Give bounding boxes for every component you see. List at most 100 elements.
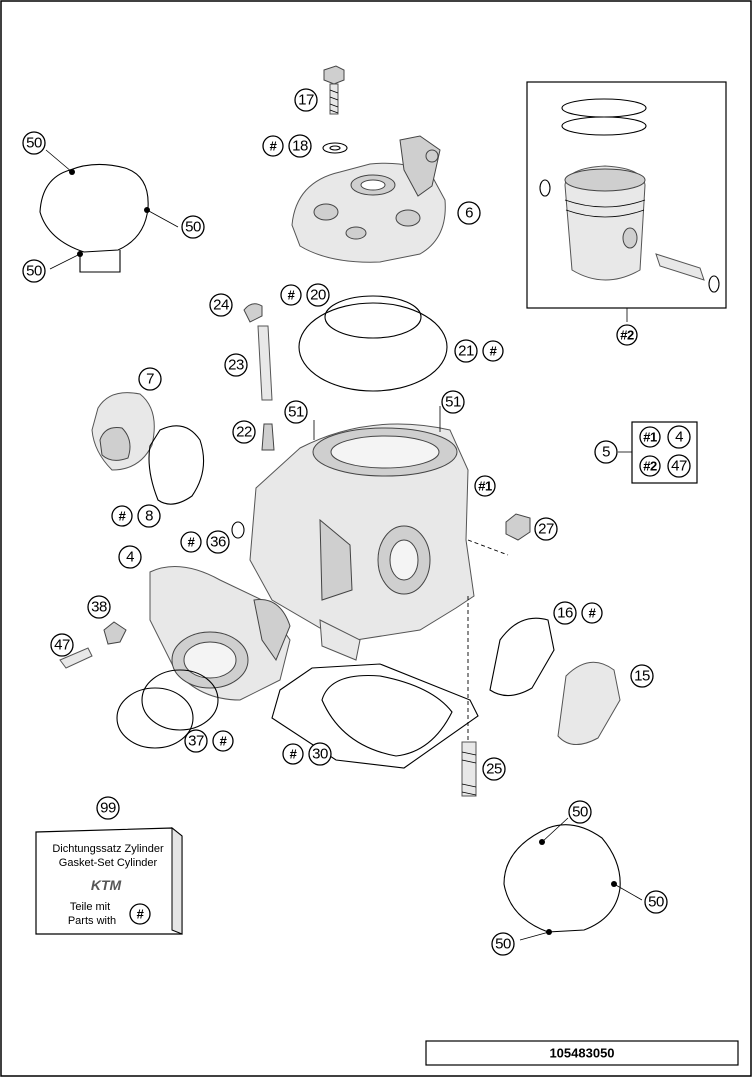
piston-pin bbox=[655, 253, 705, 281]
callout-k2: #2 bbox=[639, 455, 661, 477]
parts-group-box bbox=[631, 421, 698, 484]
callout-c50e: 50 bbox=[644, 890, 668, 914]
callout-c99: 99 bbox=[96, 796, 120, 820]
callout-label-c22: 22 bbox=[236, 424, 252, 441]
callout-label-c24: 24 bbox=[213, 297, 229, 314]
o-ring-20 bbox=[324, 295, 422, 339]
callout-c21: 21 bbox=[454, 339, 478, 363]
callout-label-c20h: # bbox=[288, 288, 296, 303]
callout-c1: #1 bbox=[474, 475, 496, 497]
callout-label-k47: 47 bbox=[671, 458, 687, 475]
callout-label-c36h: # bbox=[188, 535, 196, 550]
gasket-box-line1: Dichtungssatz Zylinder bbox=[52, 843, 164, 855]
bolt-17 bbox=[323, 65, 345, 115]
callout-label-c21: 21 bbox=[458, 343, 474, 360]
callout-label-c18h: # bbox=[270, 139, 278, 154]
callout-c36: 36 bbox=[206, 530, 230, 554]
gasket-box-line4: Parts with bbox=[68, 915, 116, 927]
callout-label-c51a: 51 bbox=[288, 404, 304, 421]
callout-c7: 7 bbox=[138, 367, 162, 391]
gasket-16 bbox=[489, 617, 555, 697]
callout-c50b: 50 bbox=[181, 215, 205, 239]
callout-c30: 30 bbox=[308, 742, 332, 766]
gasket-box-line2: Gasket-Set Cylinder bbox=[59, 857, 158, 869]
callout-label-c50b: 50 bbox=[185, 219, 201, 236]
callout-label-c38: 38 bbox=[91, 599, 107, 616]
callout-c18: 18 bbox=[288, 134, 312, 158]
o-ring-21 bbox=[298, 302, 448, 392]
callout-k4: 4 bbox=[667, 425, 691, 449]
nipple-22 bbox=[261, 423, 275, 451]
callout-c20h: # bbox=[280, 284, 302, 306]
cover-15 bbox=[557, 661, 621, 745]
callout-c51a: 51 bbox=[284, 400, 308, 424]
callout-label-c6: 6 bbox=[465, 205, 473, 222]
callout-label-c30: 30 bbox=[312, 746, 328, 763]
callout-label-c16h: # bbox=[589, 606, 597, 621]
callout-c50a: 50 bbox=[22, 131, 46, 155]
callout-label-c18: 18 bbox=[292, 138, 308, 155]
callout-c18h: # bbox=[262, 135, 284, 157]
callout-c50d: 50 bbox=[568, 800, 592, 824]
callout-label-c50c: 50 bbox=[26, 263, 42, 280]
callout-label-c37: 37 bbox=[188, 733, 204, 750]
callout-c5: 5 bbox=[594, 440, 618, 464]
callout-label-c17: 17 bbox=[298, 92, 314, 109]
callout-label-c99: 99 bbox=[100, 800, 116, 817]
callout-c8: 8 bbox=[137, 504, 161, 528]
callout-label-c20: 20 bbox=[310, 287, 326, 304]
callout-c23: 23 bbox=[224, 353, 248, 377]
cylinder-1 bbox=[249, 423, 475, 661]
callout-c16: 16 bbox=[553, 601, 577, 625]
hose-23 bbox=[257, 325, 273, 401]
callout-label-c50a: 50 bbox=[26, 135, 42, 152]
callout-label-c1: #1 bbox=[478, 479, 492, 494]
callout-c50c: 50 bbox=[22, 259, 46, 283]
callout-c6: 6 bbox=[457, 201, 481, 225]
callout-label-c37h: # bbox=[220, 734, 228, 749]
cover-gasket-top bbox=[39, 163, 149, 253]
callout-label-k2: #2 bbox=[643, 459, 657, 474]
callout-label-c2: #2 bbox=[620, 328, 634, 343]
callout-label-k4: 4 bbox=[675, 429, 683, 446]
callout-c24: 24 bbox=[209, 293, 233, 317]
cylinder-head-6 bbox=[291, 135, 446, 263]
callout-k1: #1 bbox=[639, 426, 661, 448]
callout-k47: 47 bbox=[667, 454, 691, 478]
gasket-box-line3: Teile mit bbox=[70, 901, 110, 913]
callout-label-c27: 27 bbox=[538, 521, 554, 538]
callout-c36h: # bbox=[180, 531, 202, 553]
gasket-8 bbox=[148, 425, 205, 505]
callout-label-c50f: 50 bbox=[495, 936, 511, 953]
callout-c20: 20 bbox=[306, 283, 330, 307]
piston-kit-box bbox=[526, 81, 727, 309]
banjo-24 bbox=[243, 303, 263, 323]
callout-label-c51b: 51 bbox=[445, 394, 461, 411]
callout-c51b: 51 bbox=[441, 390, 465, 414]
callout-label-c8h: # bbox=[119, 509, 127, 524]
callout-c37h: # bbox=[212, 730, 234, 752]
callout-c16h: # bbox=[581, 602, 603, 624]
callout-label-c4: 4 bbox=[126, 549, 134, 566]
callout-c25: 25 bbox=[482, 757, 506, 781]
stud-25 bbox=[461, 741, 477, 797]
callout-label-c8: 8 bbox=[145, 508, 153, 525]
callout-c15: 15 bbox=[630, 664, 654, 688]
callout-c8h: # bbox=[111, 505, 133, 527]
callout-label-c15: 15 bbox=[634, 668, 650, 685]
callout-label-k1: #1 bbox=[643, 430, 657, 445]
drawing-number: 105483050 bbox=[549, 1046, 614, 1061]
callout-label-c25: 25 bbox=[486, 761, 502, 778]
ktm-logo: KTM bbox=[91, 877, 122, 893]
nut-27 bbox=[505, 513, 531, 541]
callout-c50f: 50 bbox=[491, 932, 515, 956]
callout-c17: 17 bbox=[294, 88, 318, 112]
callout-label-c47: 47 bbox=[54, 637, 70, 654]
base-gasket-30 bbox=[271, 663, 479, 769]
callout-c38: 38 bbox=[87, 595, 111, 619]
callout-c21h: # bbox=[482, 340, 504, 362]
callout-c27: 27 bbox=[534, 517, 558, 541]
svg-text:#: # bbox=[137, 907, 145, 922]
bolt-47 bbox=[59, 647, 93, 669]
